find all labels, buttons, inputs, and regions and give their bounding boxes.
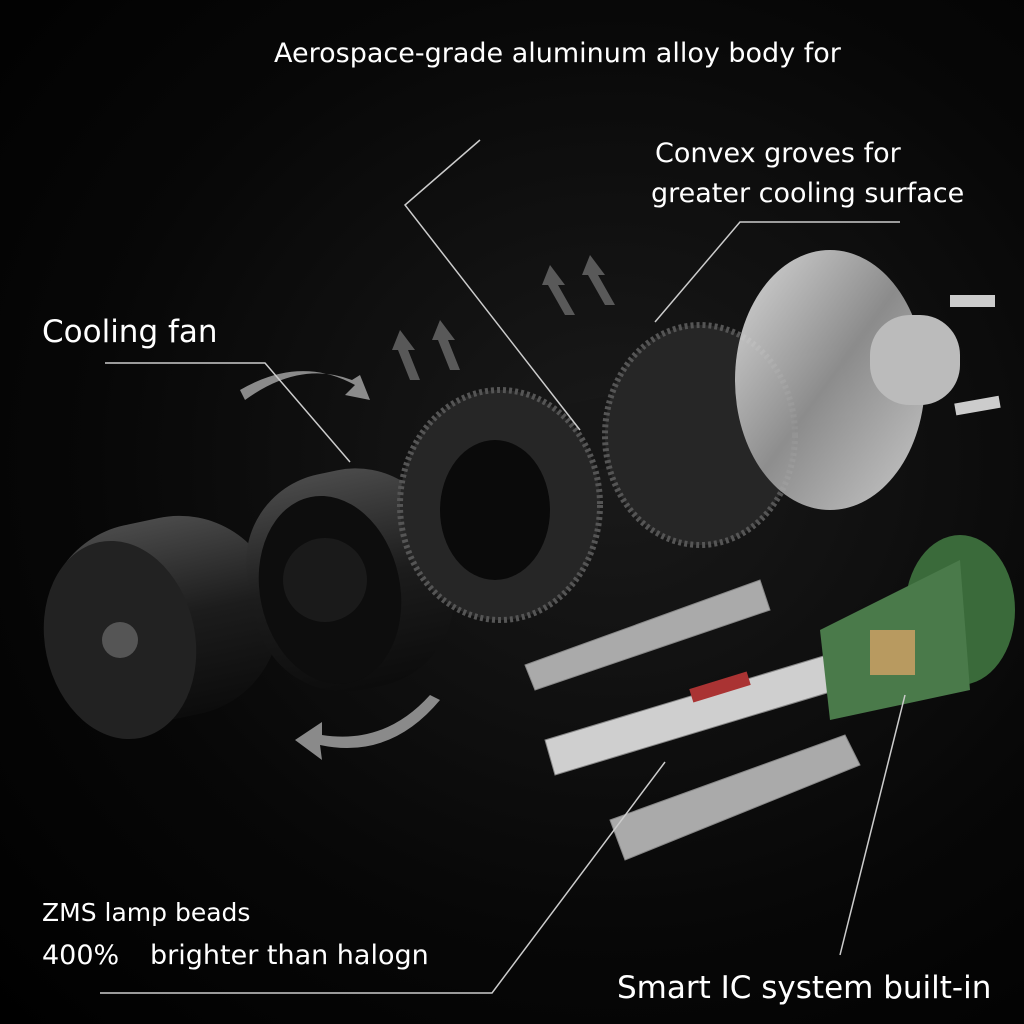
leader-lines xyxy=(100,139,906,994)
rotation-arrow-bottom-icon xyxy=(295,695,440,760)
label-brighter: brighter than halogn xyxy=(150,940,429,971)
label-cooling-fan: Cooling fan xyxy=(42,314,218,350)
led-board-assembly xyxy=(524,535,1015,861)
label-convex-groves-2: greater cooling surface xyxy=(651,178,965,209)
label-zms-beads: ZMS lamp beads xyxy=(42,898,251,927)
label-aluminum-body: Aerospace-grade aluminum alloy body for xyxy=(274,38,841,69)
end-cap xyxy=(43,515,280,740)
label-percent: 400% xyxy=(42,940,120,971)
leader-line-ic xyxy=(839,694,906,956)
leader-line-fan xyxy=(105,362,351,463)
rotation-arrow-top-icon xyxy=(240,371,370,400)
leader-line-groves xyxy=(654,221,900,323)
label-smart-ic: Smart IC system built-in xyxy=(617,970,992,1006)
label-convex-groves-1: Convex groves for xyxy=(655,138,901,169)
h4-base xyxy=(735,250,1001,510)
cooling-fan xyxy=(246,468,454,692)
leader-line-beads xyxy=(100,761,666,994)
leader-line-body xyxy=(403,139,581,431)
airflow-arrows-icon xyxy=(392,255,615,380)
